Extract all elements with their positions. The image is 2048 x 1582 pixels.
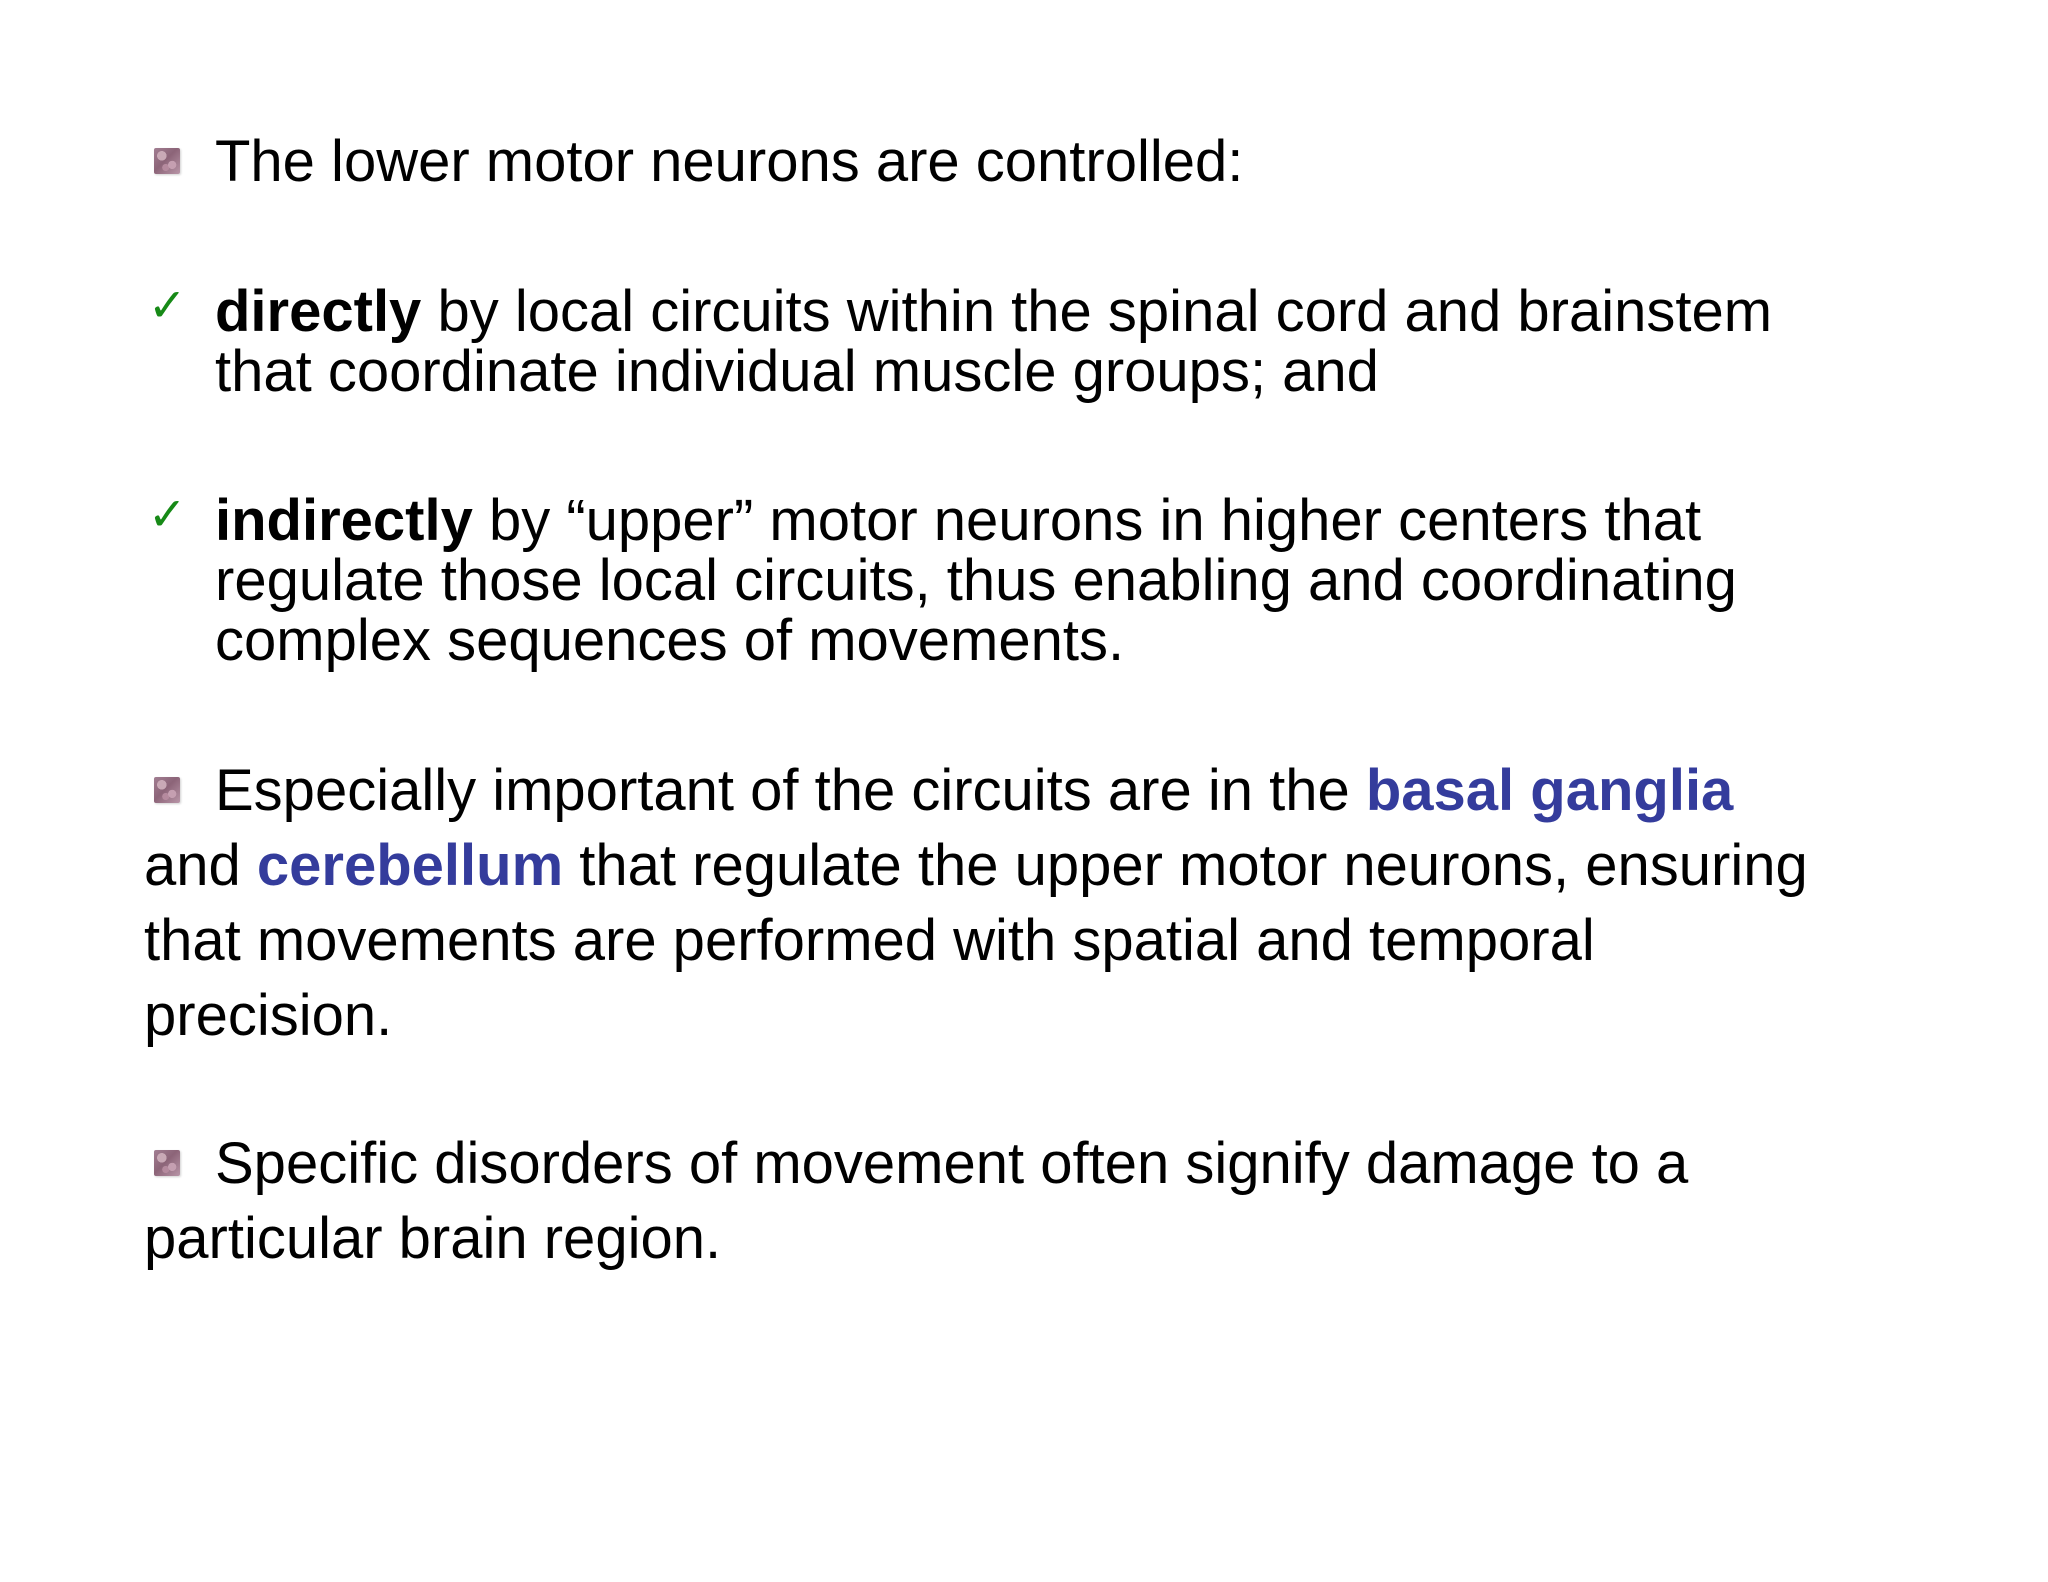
basal-ganglia-term: basal ganglia: [1365, 758, 1734, 823]
sub2-line1-rest: by “upper” motor neurons in higher cente…: [472, 488, 1702, 553]
sub2-bold-term: indirectly: [215, 488, 473, 553]
bullet3-line2: particular brain region.: [144, 1206, 722, 1271]
cerebellum-term: cerebellum: [256, 833, 564, 898]
square-bullet-icon: [154, 148, 180, 174]
square-bullet-icon: [154, 1150, 180, 1176]
checkmark-icon: ✓: [148, 487, 187, 541]
sub1-line1-rest: by local circuits within the spinal cord…: [421, 279, 1773, 344]
square-bullet-icon: [154, 777, 180, 803]
bullet2-line1: Especially important of the circuits are…: [215, 761, 1733, 821]
bullet2-line2-pre: and: [144, 833, 257, 898]
sub1-bold-term: directly: [215, 279, 422, 344]
bullet3-line1: Specific disorders of movement often sig…: [215, 1131, 1689, 1196]
sub2-line3: complex sequences of movements.: [215, 608, 1125, 673]
sub2-line1: indirectly by “upper” motor neurons in h…: [215, 491, 1701, 551]
sub1-line2: that coordinate individual muscle groups…: [215, 339, 1379, 404]
bullet2-line4: precision.: [144, 983, 393, 1048]
sub2-line2: regulate those local circuits, thus enab…: [215, 548, 1737, 613]
bullet2-line3: that movements are performed with spatia…: [144, 908, 1595, 973]
bullet2-line2-post: that regulate the upper motor neurons, e…: [563, 833, 1808, 898]
bullet2-line2: and cerebellum that regulate the upper m…: [144, 836, 1808, 896]
sub1-line1: directly by local circuits within the sp…: [215, 282, 1772, 342]
bullet1-text: The lower motor neurons are controlled:: [215, 129, 1244, 194]
bullet2-line1-text: Especially important of the circuits are…: [215, 758, 1366, 823]
checkmark-icon: ✓: [148, 278, 187, 332]
